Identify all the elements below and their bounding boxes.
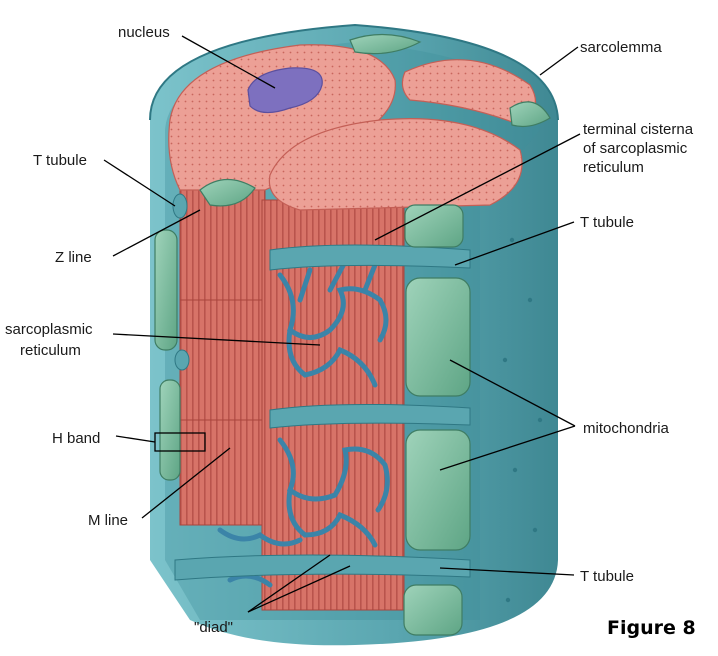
label-sarcolemma: sarcolemma bbox=[580, 39, 662, 56]
label-h-band: H band bbox=[52, 430, 100, 447]
label-terminal-cisterna-line1: terminal cisterna bbox=[583, 121, 694, 138]
label-t-tubule-right-bottom: T tubule bbox=[580, 568, 634, 585]
label-sarcoplasmic-reticulum-line2: reticulum bbox=[20, 342, 81, 359]
myofibril-cross-sections bbox=[168, 44, 537, 211]
label-sarcoplasmic-reticulum-line1: sarcoplasmic bbox=[5, 321, 93, 338]
nucleus-shape bbox=[247, 67, 323, 114]
label-t-tubule-right-top: T tubule bbox=[580, 214, 634, 231]
leader-lines bbox=[103, 35, 581, 613]
diagram-labels: nucleus sarcolemma terminal cisterna of … bbox=[5, 24, 696, 639]
label-z-line: Z line bbox=[55, 249, 92, 266]
t-tubules bbox=[172, 193, 471, 581]
label-t-tubule-left: T tubule bbox=[33, 152, 87, 169]
label-m-line: M line bbox=[88, 512, 128, 529]
label-diad: "diad" bbox=[194, 619, 233, 636]
myofibril-left bbox=[179, 184, 266, 526]
label-nucleus: nucleus bbox=[118, 24, 170, 41]
mitochondria-group bbox=[154, 33, 551, 636]
sarcoplasmic-reticulum-network bbox=[217, 259, 390, 588]
figure-caption: Figure 8 bbox=[607, 617, 696, 639]
label-terminal-cisterna-line3: reticulum bbox=[583, 159, 644, 176]
label-mitochondria: mitochondria bbox=[583, 420, 670, 437]
label-terminal-cisterna-line2: of sarcoplasmic bbox=[583, 140, 688, 157]
